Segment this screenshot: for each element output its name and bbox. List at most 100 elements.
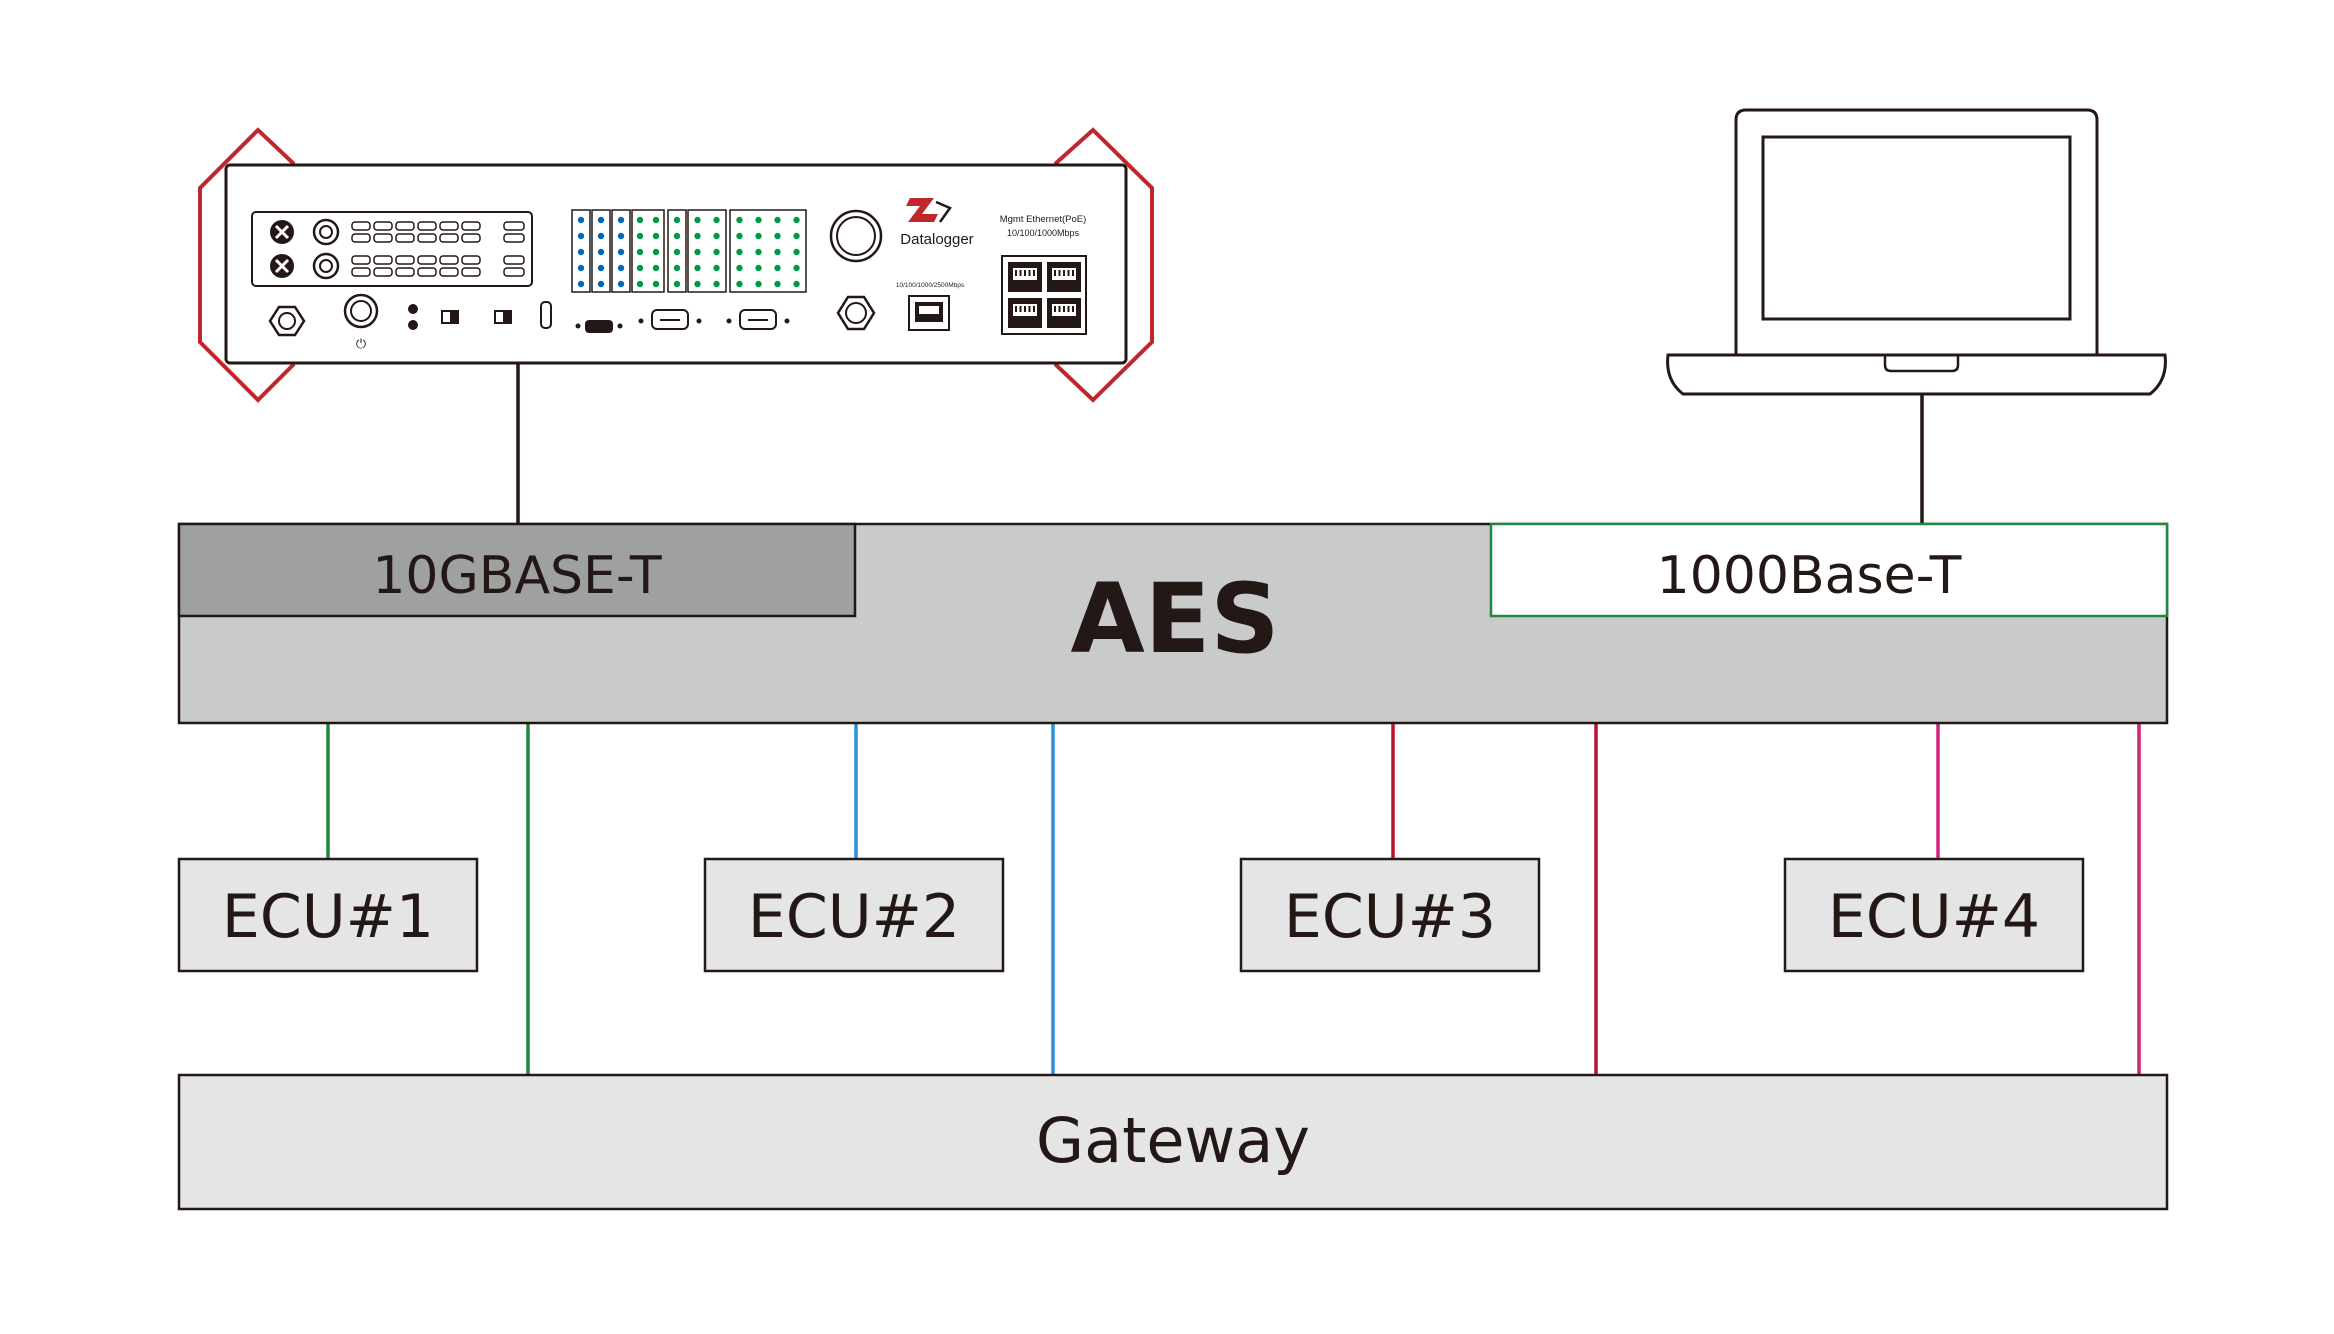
connector-slot xyxy=(351,233,371,243)
connector-slot xyxy=(417,233,437,243)
port-1000base-t xyxy=(1489,522,2169,618)
connector-slot xyxy=(439,267,459,277)
io-pin-dot xyxy=(694,216,701,224)
laptop-screen xyxy=(1761,135,2072,321)
io-pin-dot xyxy=(774,248,781,256)
io-module xyxy=(687,209,727,293)
io-pin-dot xyxy=(673,232,681,240)
io-pin-dot xyxy=(713,232,720,240)
io-pin-dot xyxy=(713,248,720,256)
io-pin-dot xyxy=(713,264,720,272)
device-brand: Datalogger xyxy=(900,231,973,248)
led-icon xyxy=(408,304,418,314)
io-pin-dot xyxy=(636,280,644,288)
port-10gbase-t xyxy=(177,522,857,618)
io-pin-dot xyxy=(617,280,625,288)
power-symbol: ⏻ xyxy=(356,336,366,351)
io-pin-dot xyxy=(673,280,681,288)
ethernet-pin xyxy=(1063,270,1065,276)
io-pin-dot xyxy=(597,248,605,256)
switch-icon xyxy=(494,310,512,324)
ecu-1-label: ECU#1 xyxy=(222,882,434,952)
aes-switch: 10GBASE-T 1000Base-T AES xyxy=(177,522,2169,725)
connector-slot xyxy=(351,255,371,265)
datalogger-device: ⏻ xyxy=(198,127,1154,403)
io-pin-dot xyxy=(577,232,585,240)
mgmt-ethernet-speed: 10/100/1000Mbps xyxy=(1007,228,1080,238)
ecu-2: ECU#2 xyxy=(703,857,1005,973)
io-pin-dot xyxy=(636,216,644,224)
io-pin-dot xyxy=(652,216,660,224)
connector-slot xyxy=(395,221,415,231)
connector-slot xyxy=(373,221,393,231)
io-pin-dot xyxy=(713,216,720,224)
io-pin-dot xyxy=(736,280,743,288)
port-1000base-t-label: 1000Base-T xyxy=(1657,546,1962,606)
screw-dot-icon xyxy=(617,323,623,329)
io-pin-dot xyxy=(694,280,701,288)
io-pin-dot xyxy=(713,280,720,288)
aes-label: AES xyxy=(1070,563,1279,675)
io-pin-dot xyxy=(774,264,781,272)
ethernet-pin xyxy=(1015,306,1017,312)
io-pin-dot xyxy=(617,264,625,272)
ethernet-port-icon xyxy=(908,295,950,331)
power-button-icon xyxy=(343,293,379,329)
mgmt-ethernet-ports xyxy=(1001,255,1087,335)
io-pin-dot xyxy=(652,280,660,288)
io-pin-dot xyxy=(652,232,660,240)
io-pin-dot xyxy=(577,280,585,288)
datalogger-logo-icon xyxy=(906,198,952,223)
connector-slot xyxy=(417,267,437,277)
usb-c-port-icon xyxy=(540,301,552,329)
io-pin-dot xyxy=(652,248,660,256)
io-pin-dot xyxy=(755,248,762,256)
io-pin-dot xyxy=(736,232,743,240)
ethernet-pin xyxy=(1028,306,1031,312)
io-pin-dot xyxy=(793,232,800,240)
io-pin-dot xyxy=(793,216,800,224)
ethernet-pin xyxy=(1019,306,1022,312)
connector-slot xyxy=(461,267,481,277)
ecu-4: ECU#4 xyxy=(1783,857,2085,973)
ethernet-pin xyxy=(1019,270,1022,276)
port-10gbase-t-label: 10GBASE-T xyxy=(372,546,662,606)
ethernet-pin xyxy=(1072,306,1074,312)
io-pin-dot xyxy=(617,216,625,224)
connector-slot xyxy=(395,255,415,265)
io-pin-dot xyxy=(597,216,605,224)
io-pin-dot xyxy=(597,280,605,288)
connector-slot xyxy=(461,255,481,265)
connector-slot xyxy=(461,221,481,231)
io-pin-dot xyxy=(774,216,781,224)
io-pin-dot xyxy=(577,248,585,256)
usb-port-icon xyxy=(739,309,777,330)
round-connector-icon xyxy=(829,209,883,263)
round-port-icon xyxy=(312,218,340,246)
io-pin-dot xyxy=(736,248,743,256)
ethernet-pin xyxy=(1058,270,1061,276)
switch-icon xyxy=(441,310,459,324)
ethernet-pin xyxy=(1054,306,1056,312)
connector-slot xyxy=(373,255,393,265)
connector-slot xyxy=(373,267,393,277)
io-pin-dot xyxy=(736,216,743,224)
usb-port-icon xyxy=(651,309,689,330)
ethernet-pin xyxy=(1024,306,1026,312)
port-speed-label: 10/100/1000/2500Mbps xyxy=(896,282,965,289)
screw-dot-icon xyxy=(575,323,581,329)
connector-slot xyxy=(417,255,437,265)
connector-slot xyxy=(503,221,525,231)
screw-dot-icon xyxy=(638,318,644,324)
io-pin-dot xyxy=(694,232,701,240)
gateway: Gateway xyxy=(177,1073,2169,1211)
io-module xyxy=(729,209,807,293)
io-pin-dot xyxy=(736,264,743,272)
connector-slot xyxy=(439,233,459,243)
connector-slot xyxy=(351,221,371,231)
connector-slot xyxy=(417,221,437,231)
connector-slot xyxy=(461,233,481,243)
ethernet-pin xyxy=(1033,270,1035,276)
ecu-3-label: ECU#3 xyxy=(1284,882,1496,952)
laptop-icon xyxy=(1666,108,2167,396)
